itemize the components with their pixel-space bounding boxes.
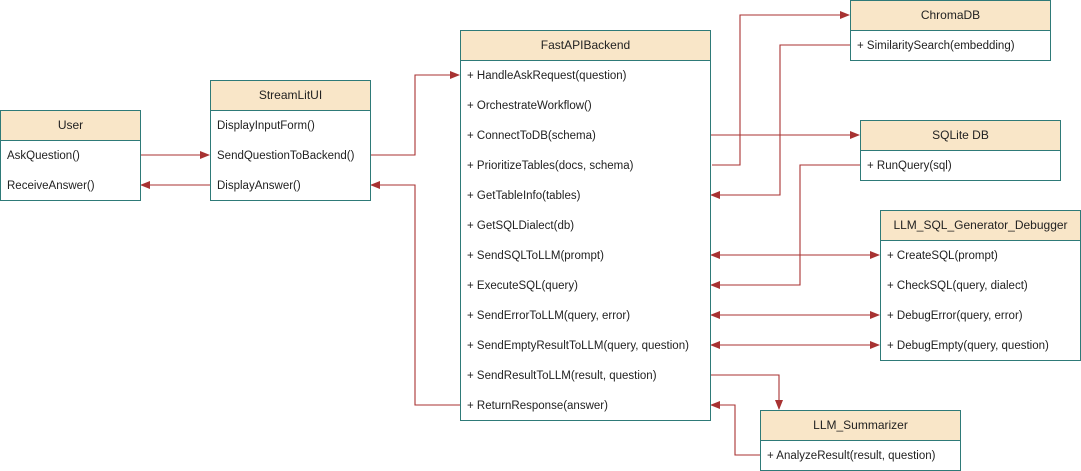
backend-method: + OrchestrateWorkflow() — [467, 100, 592, 112]
llm-sql-method: + DebugEmpty(query, question) — [887, 340, 1049, 352]
chromadb-class-title: ChromaDB — [851, 1, 1050, 31]
edge-streamlit-to-backend — [370, 71, 460, 156]
backend-method: + GetSQLDialect(db) — [467, 220, 575, 232]
edge-backend-to-summarizer — [710, 374, 783, 410]
user-method: AskQuestion() — [7, 150, 80, 162]
llm-sql-method: + DebugError(query, error) — [887, 310, 1023, 322]
user-class: User AskQuestion() ReceiveAnswer() — [0, 110, 141, 201]
sqlite-class-title: SQLite DB — [861, 121, 1060, 151]
llm-sql-generator-class-title: LLM_SQL_Generator_Debugger — [881, 211, 1080, 241]
backend-class-title: FastAPIBackend — [461, 31, 710, 61]
llm-summarizer-class: LLM_Summarizer + AnalyzeResult(result, q… — [760, 410, 961, 471]
llm-summarizer-method: + AnalyzeResult(result, question) — [767, 450, 936, 462]
streamlit-class: StreamLitUI DisplayInputForm() SendQuest… — [210, 80, 371, 201]
backend-method: + SendResultToLLM(result, question) — [467, 370, 657, 382]
chromadb-class: ChromaDB + SimilaritySearch(embedding) — [850, 0, 1051, 61]
edge-sqlite-to-backend — [710, 164, 860, 289]
llm-sql-method: + CreateSQL(prompt) — [887, 250, 998, 262]
sqlite-class: SQLite DB + RunQuery(sql) — [860, 120, 1061, 181]
edge-chromadb-to-backend — [710, 44, 850, 199]
streamlit-method: DisplayAnswer() — [217, 180, 301, 192]
backend-method: + GetTableInfo(tables) — [467, 190, 581, 202]
backend-method: + SendEmptyResultToLLM(query, question) — [467, 340, 689, 352]
backend-method: + SendSQLToLLM(prompt) — [467, 250, 604, 262]
backend-method: + ExecuteSQL(query) — [467, 280, 578, 292]
edge-backend-return-to-streamlit — [370, 181, 460, 406]
llm-summarizer-class-title: LLM_Summarizer — [761, 411, 960, 441]
backend-method: + HandleAskRequest(question) — [467, 70, 627, 82]
backend-method: + ConnectToDB(schema) — [467, 130, 596, 142]
backend-method: + ReturnResponse(answer) — [467, 400, 608, 412]
backend-method: + SendErrorToLLM(query, error) — [467, 310, 631, 322]
backend-method: + PrioritizeTables(docs, schema) — [467, 160, 634, 172]
chromadb-method: + SimilaritySearch(embedding) — [857, 40, 1015, 52]
edge-backend-to-chromadb — [712, 11, 850, 166]
backend-class: FastAPIBackend + HandleAskRequest(questi… — [460, 30, 711, 421]
user-class-title: User — [1, 111, 140, 141]
edge-summarizer-to-backend — [710, 401, 760, 456]
streamlit-method: DisplayInputForm() — [217, 120, 315, 132]
llm-sql-generator-class: LLM_SQL_Generator_Debugger + CreateSQL(p… — [880, 210, 1081, 361]
sqlite-method: + RunQuery(sql) — [867, 160, 952, 172]
streamlit-method: SendQuestionToBackend() — [217, 150, 355, 162]
llm-sql-method: + CheckSQL(query, dialect) — [887, 280, 1028, 292]
streamlit-class-title: StreamLitUI — [211, 81, 370, 111]
user-method: ReceiveAnswer() — [7, 180, 95, 192]
